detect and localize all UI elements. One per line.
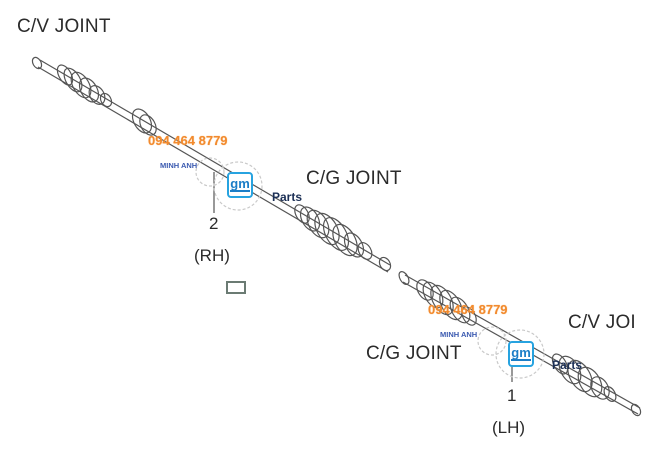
rh-drive-shaft [31, 56, 392, 273]
watermark-shop: MINH ANH [440, 330, 478, 339]
watermark-shop: MINH ANH [160, 161, 198, 170]
watermark-phone: 094 464 8779 [148, 133, 228, 148]
label-cv-joint-top: C/V JOINT [17, 16, 111, 37]
label-cv-joint-right: C/V JOI [568, 312, 636, 333]
callout-number-1: 1 [507, 386, 517, 405]
watermark-parts: Parts [272, 190, 303, 204]
lh-cv-joint-boot [551, 353, 617, 402]
gm-logo-icon: gm [227, 172, 253, 198]
rh-cv-joint-boot [56, 64, 113, 108]
rh-cg-joint-boot [294, 204, 392, 272]
callout-side-lh: (LH) [492, 418, 526, 437]
lh-cg-joint-boot [416, 279, 477, 326]
label-cg-joint-upper: C/G JOINT [306, 168, 402, 189]
watermark-parts: Parts [552, 358, 583, 372]
callout-side-rh: (RH) [194, 246, 230, 265]
callout-number-2: 2 [209, 214, 219, 233]
label-cg-joint-lower: C/G JOINT [366, 343, 462, 364]
rh-damper-ring [131, 108, 153, 134]
watermark-phone: 094 464 8779 [428, 302, 508, 317]
note-box-icon [226, 281, 246, 294]
gm-logo-icon: gm [508, 341, 534, 367]
